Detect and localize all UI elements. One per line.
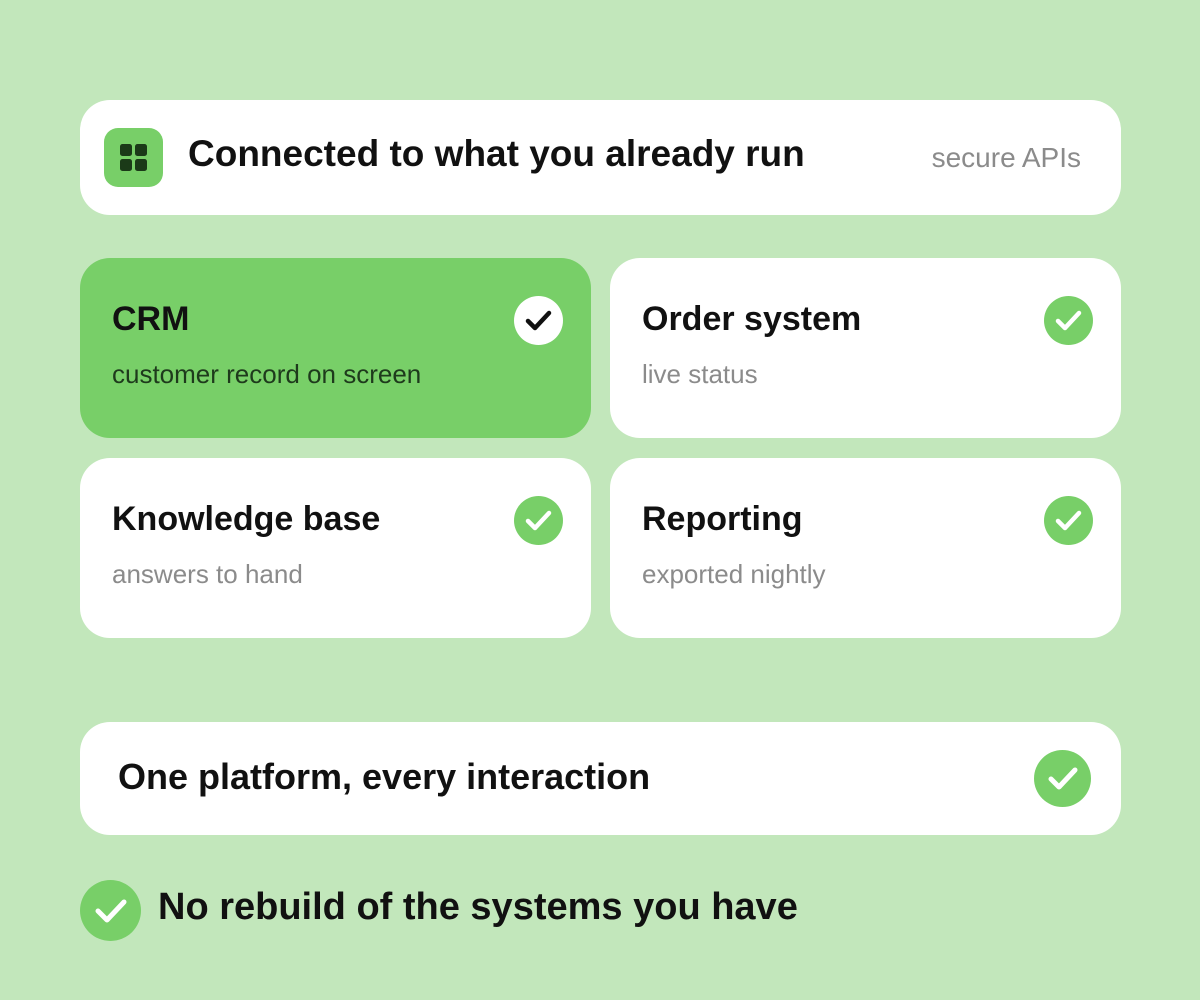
platform-title: One platform, every interaction — [118, 756, 651, 797]
tile-subtitle: answers to hand — [112, 559, 303, 589]
integration-tile-order-system[interactable]: Order system live status — [610, 258, 1121, 438]
integration-tile-crm[interactable]: CRM customer record on screen — [80, 258, 591, 438]
check-icon — [514, 496, 563, 545]
header-title: Connected to what you already run — [188, 133, 805, 174]
integration-tile-knowledge-base[interactable]: Knowledge base answers to hand — [80, 458, 591, 638]
tile-title: Reporting — [642, 500, 803, 538]
check-icon — [514, 296, 563, 345]
check-icon — [1044, 296, 1093, 345]
integration-tile-reporting[interactable]: Reporting exported nightly — [610, 458, 1121, 638]
grid-icon — [104, 128, 163, 187]
tile-title: Order system — [642, 300, 862, 338]
tile-subtitle: live status — [642, 359, 758, 389]
footer-statement: No rebuild of the systems you have — [158, 886, 798, 928]
check-icon — [80, 880, 141, 941]
tile-title: CRM — [112, 300, 190, 338]
tile-title: Knowledge base — [112, 500, 381, 538]
header-tag: secure APIs — [931, 142, 1081, 173]
check-icon — [1044, 496, 1093, 545]
platform-card: One platform, every interaction — [80, 722, 1121, 835]
tile-subtitle: customer record on screen — [112, 359, 422, 389]
header-card: Connected to what you already run secure… — [80, 100, 1121, 215]
check-icon — [1034, 750, 1091, 807]
tile-subtitle: exported nightly — [642, 559, 826, 589]
